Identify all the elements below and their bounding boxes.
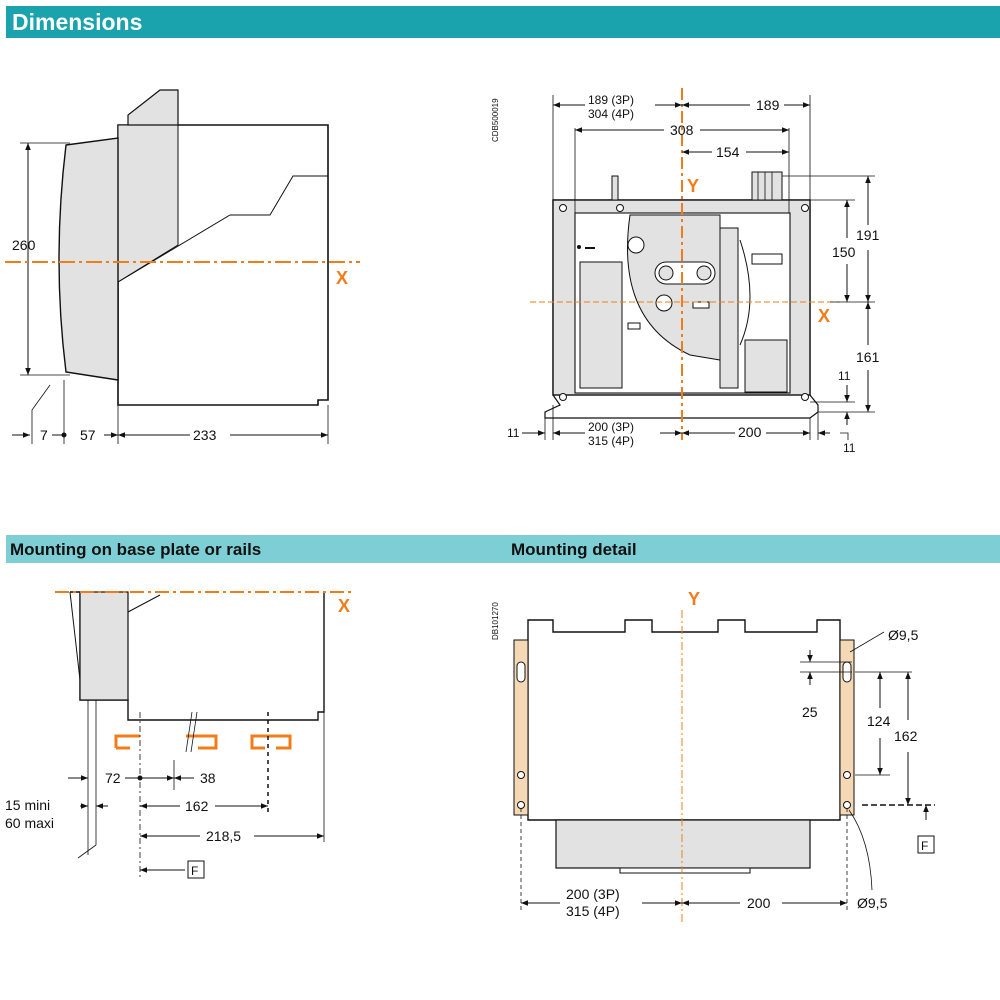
hole-diameter-bottom: Ø9,5 — [857, 895, 888, 911]
dim-124: 124 — [867, 713, 891, 729]
dim-200-3p-detail: 200 (3P) — [566, 886, 620, 902]
dim-57: 57 — [80, 427, 96, 443]
label-60-maxi: 60 maxi — [5, 815, 54, 831]
section-title-mounting-base: Mounting on base plate or rails — [10, 540, 262, 559]
axis-label-y-detail: Y — [688, 589, 700, 609]
dim-38: 38 — [200, 770, 216, 786]
dim-200-front: 200 — [738, 424, 762, 440]
dim-308: 308 — [670, 122, 694, 138]
dim-7: 7 — [40, 427, 48, 443]
drawing-code-top: CDB500019 — [491, 98, 500, 142]
base-plate-view: X 72 38 15 mini 60 maxi 162 218,5 — [5, 591, 355, 880]
dim-154: 154 — [716, 144, 740, 160]
front-view: CDB500019 Y X — [491, 88, 880, 455]
dim-189-3p: 189 (3P) — [588, 93, 634, 107]
dim-height-260: 260 — [12, 237, 36, 253]
drawing-code-bottom: DB101270 — [491, 602, 500, 640]
dim-315-4p-detail: 315 (4P) — [566, 903, 620, 919]
axis-label-y: Y — [687, 176, 699, 196]
dim-304-4p: 304 (4P) — [588, 107, 634, 121]
dim-218-5: 218,5 — [206, 828, 241, 844]
dim-11-left: 11 — [507, 426, 520, 440]
dim-200-detail: 200 — [747, 895, 771, 911]
dim-315-4p-front: 315 (4P) — [588, 434, 634, 448]
dim-11-right: 11 — [838, 369, 851, 383]
subheader-bar: Mounting on base plate or rails Mounting… — [6, 535, 1000, 563]
reference-f-detail: F — [921, 839, 928, 853]
reference-f-base: F — [191, 864, 198, 878]
dim-72: 72 — [105, 770, 121, 786]
dim-162-base: 162 — [185, 798, 209, 814]
label-15-mini: 15 mini — [5, 797, 50, 813]
section-title-mounting-detail: Mounting detail — [511, 540, 637, 559]
detail-view: DB101270 Y Ø9,5 25 124 162 — [491, 589, 935, 925]
axis-label-x-front: X — [818, 306, 830, 326]
dim-162-detail: 162 — [894, 728, 918, 744]
dim-191: 191 — [856, 227, 880, 243]
dim-189: 189 — [756, 97, 780, 113]
dim-161: 161 — [856, 349, 880, 365]
axis-label-x-base: X — [338, 596, 350, 616]
dim-150: 150 — [832, 244, 856, 260]
header-bar: Dimensions — [6, 6, 1000, 38]
axis-label-x: X — [336, 268, 348, 288]
dim-233: 233 — [193, 427, 217, 443]
dim-11-corner: 11 — [843, 441, 856, 455]
dim-200-3p-front: 200 (3P) — [588, 420, 634, 434]
hole-diameter-top: Ø9,5 — [888, 627, 919, 643]
dim-25: 25 — [802, 704, 818, 720]
page-title: Dimensions — [12, 9, 143, 35]
side-view: 260 X 7 57 233 — [5, 89, 360, 444]
